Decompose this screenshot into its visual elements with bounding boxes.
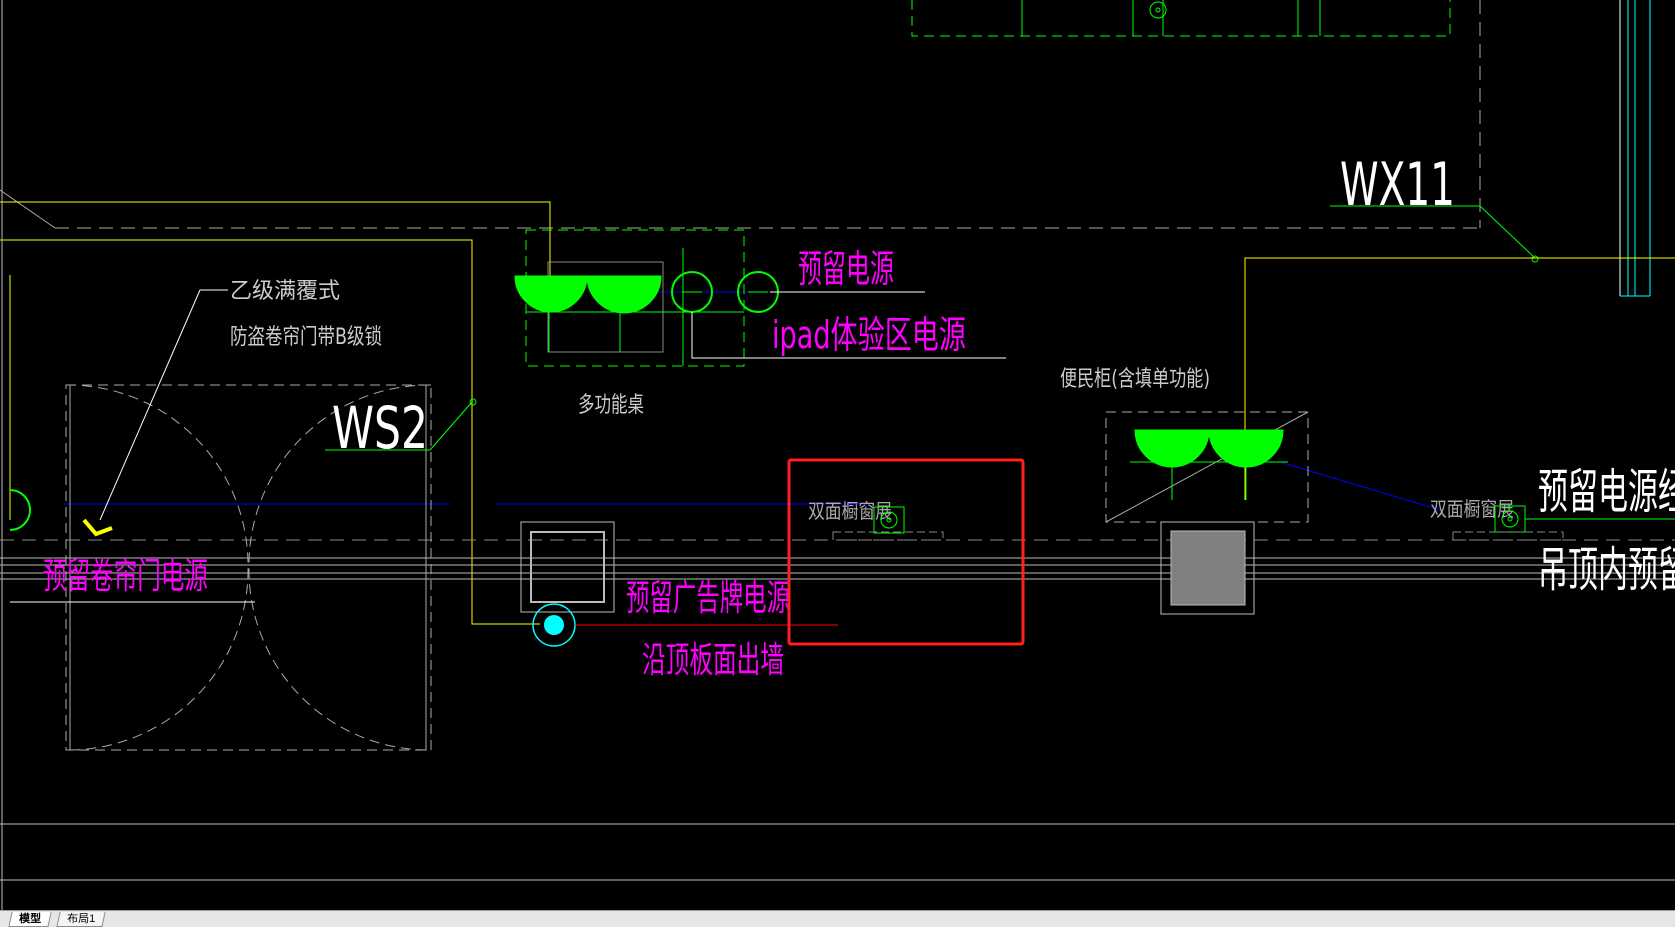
label-shutter-power: 预留卷帘门电源	[43, 556, 208, 597]
column-right	[1160, 521, 1255, 615]
ipad-leader	[691, 312, 1006, 359]
label-wx11: WX11	[1340, 150, 1455, 220]
column-left	[520, 521, 615, 613]
green-lamps-kiosk	[1130, 429, 1288, 500]
door-note-line2: 防盗卷帘门带B级锁	[230, 325, 382, 350]
window-left-counter	[832, 531, 944, 541]
window-right-counter	[1452, 531, 1564, 541]
cyan-junction-icon	[532, 603, 576, 647]
label-kiosk: 便民柜(含填单功能)	[1060, 367, 1210, 392]
tab-model[interactable]: 模型	[8, 912, 52, 927]
tab-layout1-label: 布局1	[67, 913, 96, 925]
right-pipes	[1619, 0, 1651, 297]
wx11-leader	[1330, 205, 1539, 263]
layout-tab-bar: 模型 布局1	[0, 910, 1675, 927]
green-lamps-desk	[514, 275, 662, 352]
label-multi-desk: 多功能桌	[578, 393, 644, 418]
label-window-left: 双面橱窗展	[808, 499, 892, 523]
selection-highlight-box[interactable]	[787, 458, 1025, 646]
left-outlet-icon	[9, 489, 31, 531]
tab-model-label: 模型	[19, 913, 42, 925]
label-billboard-power: 预留广告牌电源	[626, 578, 790, 619]
label-along-ceiling: 沿顶板面出墙	[642, 640, 784, 681]
label-reserved-right-1: 预留电源经	[1538, 464, 1675, 520]
door-note-line1: 乙级满覆式	[230, 279, 340, 304]
yellow-arrow-marker	[82, 518, 113, 537]
kiosk-outline	[1105, 411, 1309, 523]
label-reserved-power: 预留电源	[798, 247, 894, 291]
yellow-wires	[0, 201, 1675, 625]
ws2-leader	[325, 398, 477, 451]
window-left-outlet	[873, 506, 905, 534]
label-ipad-power: ipad体验区电源	[772, 313, 966, 357]
window-right-outlet	[1494, 505, 1675, 533]
door-plan	[65, 384, 432, 751]
label-window-right: 双面橱窗展	[1430, 497, 1514, 521]
dashed-walls	[0, 0, 1481, 229]
tab-layout1[interactable]: 布局1	[56, 912, 106, 927]
top-cabinet	[911, 0, 1451, 37]
label-reserved-right-2: 吊顶内预留	[1538, 542, 1675, 598]
label-ws2: WS2	[332, 394, 428, 462]
door-note-leader	[99, 289, 228, 521]
